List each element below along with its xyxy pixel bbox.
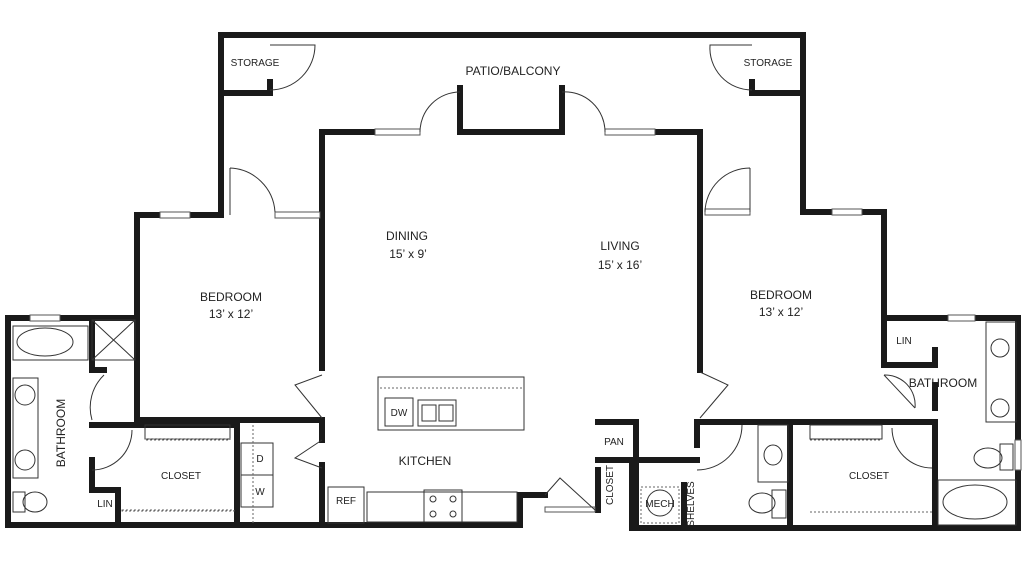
fixtures bbox=[12, 319, 1017, 526]
label-mech: MECH bbox=[645, 499, 674, 510]
label-bedroom-right-size: 13’ x 12’ bbox=[759, 305, 803, 319]
label-ref: REF bbox=[336, 496, 356, 507]
label-kitchen: KITCHEN bbox=[399, 454, 452, 468]
room-labels: STORAGE STORAGE PATIO/BALCONY DINING 15’… bbox=[54, 58, 977, 527]
label-bedroom-right: BEDROOM bbox=[750, 288, 812, 302]
label-dw: DW bbox=[391, 408, 408, 419]
label-lin-right: LIN bbox=[896, 336, 912, 347]
label-washer: W bbox=[255, 487, 265, 498]
walls bbox=[5, 32, 1021, 531]
label-storage-right: STORAGE bbox=[744, 58, 793, 69]
label-storage-left: STORAGE bbox=[231, 58, 280, 69]
label-patio: PATIO/BALCONY bbox=[466, 64, 561, 78]
label-closet-left: CLOSET bbox=[161, 471, 201, 482]
label-shelves: SHELVES bbox=[686, 481, 697, 527]
label-bedroom-left-size: 13’ x 12’ bbox=[209, 307, 253, 321]
label-bathroom-left: BATHROOM bbox=[54, 399, 68, 467]
label-bedroom-left: BEDROOM bbox=[200, 290, 262, 304]
label-closet-right: CLOSET bbox=[849, 471, 889, 482]
label-pantry: PAN bbox=[604, 437, 624, 448]
label-dining: DINING bbox=[386, 229, 428, 243]
label-dining-size: 15’ x 9’ bbox=[389, 247, 427, 261]
label-living: LIVING bbox=[600, 239, 639, 253]
label-dryer: D bbox=[256, 454, 263, 465]
label-living-size: 15’ x 16’ bbox=[598, 258, 642, 272]
windows bbox=[29, 128, 1022, 513]
doors bbox=[89, 44, 933, 511]
label-bathroom-right: BATHROOM bbox=[909, 376, 977, 390]
label-lin-left: LIN bbox=[97, 499, 113, 510]
label-closet-hall: CLOSET bbox=[605, 465, 616, 505]
